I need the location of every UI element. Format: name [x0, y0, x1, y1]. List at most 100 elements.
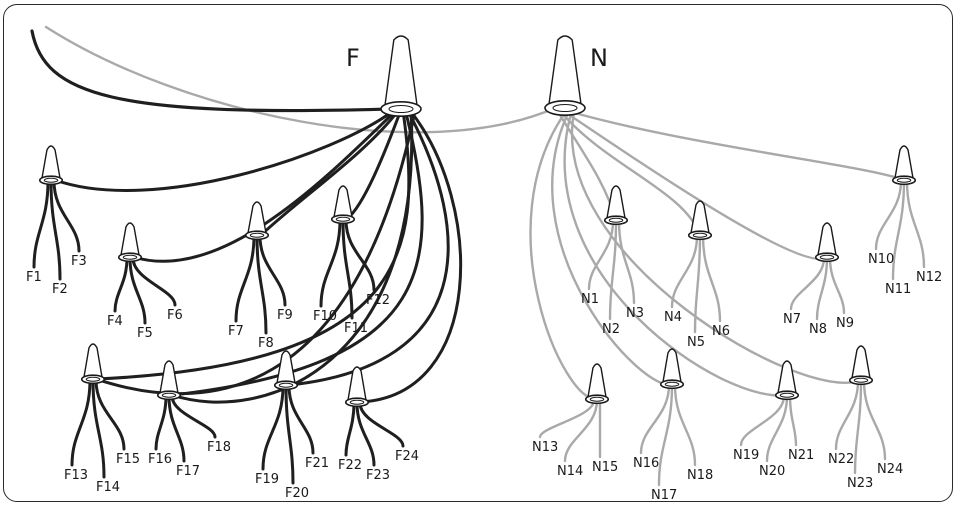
neutral-label: N11: [885, 282, 911, 297]
neutral-feed-wire: [558, 108, 702, 237]
phase-feed-wire: [259, 109, 400, 237]
phase-pigtail: [49, 179, 62, 281]
neutral-label: N1: [581, 292, 599, 307]
neutral-pigtail: [693, 234, 702, 334]
neutral-label: N18: [687, 468, 713, 483]
neutral-label: N8: [809, 322, 827, 337]
phase-pigtail: [70, 378, 92, 467]
phase-label: F5: [137, 326, 153, 341]
phase-chain-wire: [94, 109, 417, 396]
neutral-wire-nut: [814, 222, 840, 263]
phase-label: F22: [338, 458, 362, 473]
neutral-label: N14: [557, 464, 583, 479]
phase-label: F10: [313, 309, 337, 324]
neutral-pigtail: [905, 179, 926, 269]
phase-pigtail: [287, 384, 315, 455]
phase-wires: [30, 29, 463, 485]
phase-pigtail: [32, 179, 50, 269]
phase-pigtail: [128, 256, 147, 325]
phase-label: F4: [107, 314, 123, 329]
neutral-wire-nut: [891, 145, 917, 186]
phase-label: F19: [255, 472, 279, 487]
phase-pigtail: [319, 218, 342, 308]
neutral-label: N15: [592, 460, 618, 475]
neutral-label: N19: [733, 448, 759, 463]
phase-pigtail: [284, 384, 295, 485]
feed-neutral-wire: [44, 25, 557, 134]
phase-pigtail: [344, 218, 376, 292]
phase-wire-nut: [344, 366, 370, 408]
neutral-pigtail: [853, 379, 863, 475]
phase-label: F16: [148, 452, 172, 467]
neutral-pigtail: [538, 398, 596, 439]
neutral-label: N2: [602, 322, 620, 337]
neutral-label: N7: [783, 312, 801, 327]
phase-pigtail: [344, 401, 356, 457]
phase-label: F15: [116, 452, 140, 467]
phase-label: F17: [176, 464, 200, 479]
neutral-wire-nut: [659, 348, 685, 390]
phase-label: F9: [277, 308, 293, 323]
phase-pigtail: [234, 234, 256, 323]
phase-wire-nut: [38, 145, 64, 186]
neutral-label: N13: [532, 440, 558, 455]
phase-label: F12: [366, 293, 390, 308]
phase-label: F24: [395, 449, 419, 464]
neutral-feed-wire: [563, 108, 906, 182]
phase-wire-nut: [80, 343, 106, 385]
phase-pigtail: [358, 401, 405, 448]
neutral-label: N22: [828, 452, 854, 467]
phase-pigtail: [255, 234, 268, 335]
feed-phase-wire: [30, 29, 391, 113]
phase-feed-wire: [95, 109, 411, 381]
neutral-feed-wire: [560, 108, 829, 261]
neutral-pigtail: [639, 383, 671, 455]
neutral-feed-wire: [551, 108, 674, 386]
neutral-pigtail: [673, 383, 697, 467]
phase-label: F2: [52, 282, 68, 297]
phase-feed-wire: [53, 109, 395, 192]
phase-wire-nut: [273, 350, 299, 391]
phase-pigtail: [91, 378, 106, 479]
neutral-pigtail: [891, 179, 906, 281]
neutral-pigtail: [670, 234, 699, 309]
phase-pigtail: [52, 179, 81, 253]
neutral-label: N17: [651, 488, 677, 502]
neutral-pigtail: [657, 383, 674, 487]
phase-feed-wire: [132, 109, 397, 263]
neutral-label: N9: [836, 316, 854, 331]
phase-label: F20: [285, 486, 309, 501]
phase-wire-nut: [330, 185, 356, 225]
neutral-main-wire-nut: [544, 35, 586, 117]
phase-feed-wire: [171, 109, 424, 397]
phase-label: F21: [305, 456, 329, 471]
neutral-pigtail: [739, 394, 786, 447]
neutral-pigtail: [608, 219, 618, 321]
phase-label: F6: [167, 308, 183, 323]
phase-feed-wire: [345, 109, 402, 221]
phase-header: F: [346, 44, 360, 72]
phase-wire-nut: [244, 201, 270, 241]
phase-pigtail: [170, 394, 217, 439]
neutral-pigtail: [587, 219, 615, 291]
neutral-label: N10: [868, 252, 894, 267]
phase-pigtail: [261, 384, 285, 471]
neutral-pigtail: [815, 256, 829, 321]
phase-label: F7: [228, 324, 244, 339]
neutral-wire-nut: [687, 200, 713, 241]
phase-pigtail: [131, 256, 177, 307]
neutral-wire-nut: [774, 360, 800, 401]
phase-feed-wire: [359, 109, 463, 404]
neutral-label: N12: [916, 270, 942, 285]
neutral-pigtail: [617, 219, 636, 305]
neutral-pigtail: [834, 379, 860, 451]
neutral-header: N: [590, 44, 608, 72]
phase-pigtail: [154, 394, 168, 451]
phase-pigtail: [341, 218, 354, 320]
phase-pigtail: [355, 401, 376, 467]
neutral-label: N23: [847, 476, 873, 491]
neutral-pigtail: [862, 379, 887, 461]
